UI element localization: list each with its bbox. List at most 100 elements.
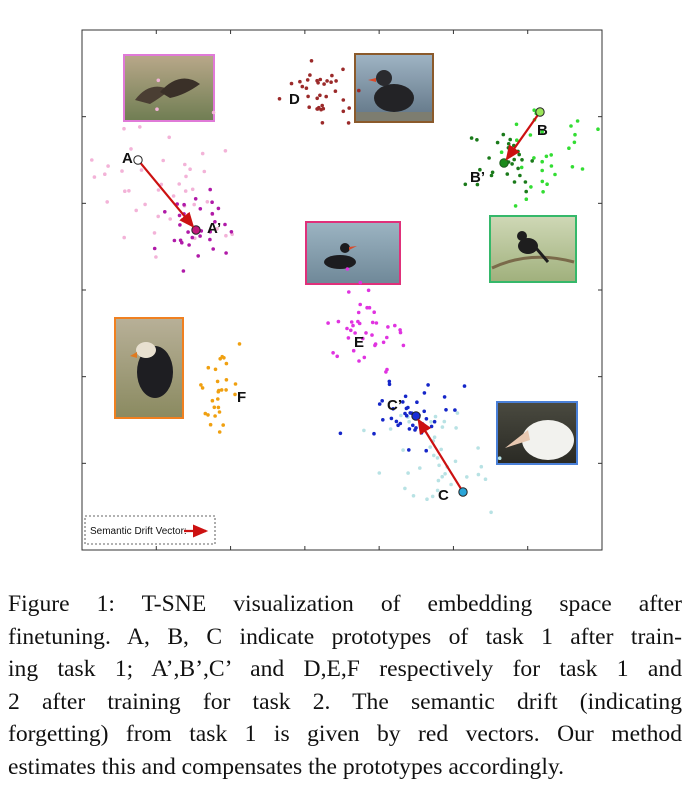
point-task2-a [177, 213, 182, 218]
point-task1-c [497, 456, 502, 461]
point-task1-c [399, 413, 403, 418]
point-task1-a [139, 168, 144, 172]
point-task2-d [315, 78, 319, 83]
point-task2-e [373, 343, 377, 348]
label-c2: C’ [387, 397, 402, 414]
point-task2-f [213, 367, 218, 372]
point-task2-c [411, 423, 415, 428]
point-task2-c [426, 383, 430, 387]
point-task2-a [196, 254, 200, 258]
point-task2-a [223, 222, 227, 227]
point-task1-c [439, 447, 444, 452]
point-task2-c [406, 405, 410, 410]
point-task1-a [127, 189, 131, 193]
point-task1-c [476, 472, 481, 477]
point-task2-d [304, 86, 309, 90]
point-task1-b [540, 159, 544, 164]
point-task1-a [183, 189, 188, 193]
point-task2-e [361, 336, 365, 341]
point-task1-a [167, 135, 171, 140]
point-task2-d [347, 106, 352, 110]
point-task2-c [453, 408, 457, 412]
point-task2-c [407, 448, 411, 452]
point-task2-c [389, 416, 394, 421]
point-task1-a [122, 126, 126, 131]
prototype-c2 [411, 411, 421, 421]
point-task2-a [186, 230, 190, 234]
point-task2-b [478, 167, 482, 172]
point-task2-e [398, 328, 402, 332]
point-task2-e [353, 331, 357, 335]
point-task2-b [530, 159, 534, 163]
point-task1-b [499, 150, 504, 154]
point-task2-b [475, 138, 479, 142]
drift-vectors [140, 115, 539, 489]
thumbnail-a [123, 54, 215, 122]
point-task2-c [407, 427, 412, 431]
point-task1-a [156, 188, 161, 192]
point-task1-b [528, 133, 533, 137]
point-task2-c [462, 384, 467, 388]
point-task2-e [393, 323, 397, 328]
point-task2-b [475, 182, 480, 187]
point-task2-f [215, 379, 220, 384]
point-task2-c [381, 418, 385, 422]
point-task1-a [155, 107, 159, 111]
point-task1-c [377, 471, 382, 475]
point-task2-a [210, 211, 215, 216]
point-task2-c [391, 407, 395, 411]
point-task1-b [549, 153, 553, 157]
label-d: D [289, 91, 300, 108]
point-task2-a [208, 187, 212, 192]
point-task1-c [440, 474, 445, 479]
point-task1-b [573, 132, 577, 137]
point-task2-b [487, 156, 491, 160]
point-task2-a [198, 234, 202, 238]
thumbnail-d [354, 53, 434, 123]
label-f: F [237, 389, 246, 406]
point-task2-a [216, 206, 221, 211]
point-task2-b [520, 158, 524, 162]
point-task2-d [341, 98, 346, 102]
label-b: B [537, 122, 548, 139]
point-task2-e [346, 336, 351, 340]
point-task2-b [501, 132, 506, 137]
point-task2-f [203, 411, 208, 416]
point-task1-c [483, 477, 488, 482]
point-task2-c [404, 413, 409, 418]
point-task2-c [432, 419, 437, 424]
point-task2-c [377, 402, 382, 406]
point-task2-e [372, 310, 377, 315]
point-task1-a [106, 164, 110, 168]
point-task2-e [381, 340, 386, 345]
point-task2-f [217, 430, 222, 434]
point-task2-f [224, 361, 229, 366]
point-task2-d [309, 59, 314, 63]
point-task1-c [435, 488, 440, 493]
scatter-points [90, 59, 600, 515]
caption-line: finetuning. A, B, C indicate prototypes … [8, 623, 682, 650]
point-task2-d [300, 84, 305, 89]
point-task2-c [415, 400, 419, 405]
point-task1-b [540, 168, 544, 173]
point-task2-c [422, 409, 427, 414]
point-task2-c [401, 400, 405, 404]
point-task2-b [469, 136, 474, 140]
point-task2-e [385, 367, 389, 372]
point-task2-c [444, 408, 448, 412]
prototype-markers [133, 107, 545, 497]
point-task1-c [465, 475, 469, 479]
point-task2-c [419, 431, 424, 435]
point-task2-b [510, 162, 514, 166]
point-task2-c [387, 379, 392, 384]
point-task2-f [216, 405, 221, 410]
point-task1-c [432, 453, 436, 458]
point-task2-a [163, 210, 167, 214]
point-task2-e [349, 320, 354, 324]
point-task2-f [224, 388, 228, 392]
point-task2-a [178, 238, 183, 243]
point-task1-c [418, 466, 422, 470]
point-task2-b [512, 180, 517, 184]
point-task2-e [349, 328, 353, 333]
point-task1-c [429, 420, 433, 424]
